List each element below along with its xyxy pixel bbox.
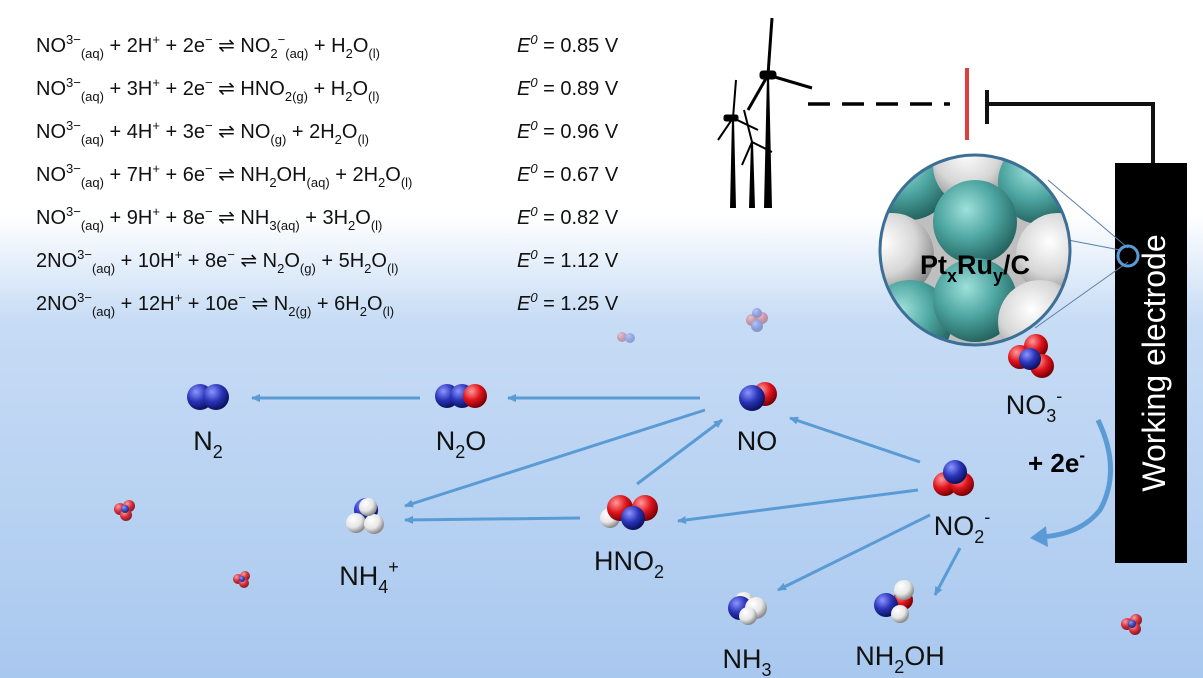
hno2-molecule — [600, 495, 658, 530]
standard-potential: E0 = 0.96 V — [517, 118, 619, 143]
catalyst-view: PtxRuy/C — [878, 153, 1072, 347]
standard-potential: E0 = 0.89 V — [517, 75, 619, 100]
label-no2: NO2- — [934, 507, 991, 547]
n2o-molecule — [435, 384, 487, 408]
standard-potential: E0 = 1.12 V — [517, 247, 619, 272]
equation-7: 2NO3−(aq) + 12H+ + 10e− ⇌ N2(g) + 6H2O(l… — [36, 290, 394, 319]
standard-potential: E0 = 0.82 V — [517, 204, 619, 229]
standard-potential: E0 = 0.85 V — [517, 32, 619, 57]
dissolved-particle — [617, 332, 635, 343]
equation-3: NO3−(aq) + 4H+ + 3e− ⇌ NO(g) + 2H2O(l) — [36, 118, 369, 147]
nh2oh-molecule — [874, 580, 914, 623]
label-nh3: NH3 — [722, 644, 771, 678]
arrow-hno2-to-nh4 — [404, 515, 581, 524]
no3-molecule — [1008, 334, 1054, 378]
dissolved-particle — [746, 308, 768, 332]
label-no3: NO3- — [1006, 386, 1063, 426]
magnifier-circle-icon — [1116, 244, 1140, 268]
working-electrode: Working electrode — [1115, 163, 1187, 563]
wind-turbine-icon — [717, 17, 813, 208]
n2-molecule — [187, 384, 229, 410]
equation-6: 2NO3−(aq) + 10H+ + 8e− ⇌ N2O(g) + 5H2O(l… — [36, 247, 399, 276]
electron-transfer-label: + 2e- — [1028, 446, 1085, 478]
equation-2: NO3−(aq) + 3H+ + 2e− ⇌ HNO2(g) + H2O(l) — [36, 75, 380, 104]
equation-1: NO3−(aq) + 2H+ + 2e− ⇌ NO2−(aq) + H2O(l) — [36, 32, 380, 61]
label-n2o: N2O — [436, 426, 487, 462]
equation-5: NO3−(aq) + 9H+ + 8e− ⇌ NH3(aq) + 3H2O(l) — [36, 204, 382, 233]
arrow-no3-to-no2 — [1039, 418, 1113, 540]
arrow-no-to-nh4 — [404, 408, 706, 508]
dissolved-particle — [1121, 614, 1142, 635]
label-nh4: NH4+ — [339, 557, 399, 597]
arrow-no2-to-hno2 — [677, 488, 919, 524]
no2-molecule — [933, 460, 974, 496]
arrow-hno2-to-no — [636, 418, 723, 486]
battery-symbol-icon — [808, 68, 1155, 164]
label-nh2oh: NH2OH — [855, 641, 945, 677]
equations-list: NO3−(aq) + 2H+ + 2e− ⇌ NO2−(aq) + H2O(l)… — [36, 32, 619, 319]
arrow-no2-to-nh3 — [777, 513, 931, 592]
dissolved-particle — [233, 571, 250, 588]
reaction-arrows — [251, 394, 1113, 596]
label-no: NO — [737, 426, 778, 456]
standard-potential: E0 = 1.25 V — [517, 290, 619, 315]
arrow-no2-to-no — [789, 416, 921, 464]
nh3-molecule — [728, 592, 767, 625]
electrode-label: Working electrode — [1136, 234, 1172, 491]
arrow-no2-to-nh2oh — [933, 547, 962, 596]
dissolved-particle — [114, 500, 135, 521]
equation-4: NO3−(aq) + 7H+ + 6e− ⇌ NH2OH(aq) + 2H2O(… — [36, 161, 412, 190]
label-hno2: HNO2 — [594, 546, 664, 582]
magnifier-lines — [1034, 179, 1129, 329]
label-n2: N2 — [193, 426, 223, 462]
no-molecule — [739, 382, 777, 411]
nh4-molecule — [346, 498, 384, 534]
standard-potential: E0 = 0.67 V — [517, 161, 619, 186]
catalyst-label: PtxRuy/C — [920, 250, 1030, 286]
